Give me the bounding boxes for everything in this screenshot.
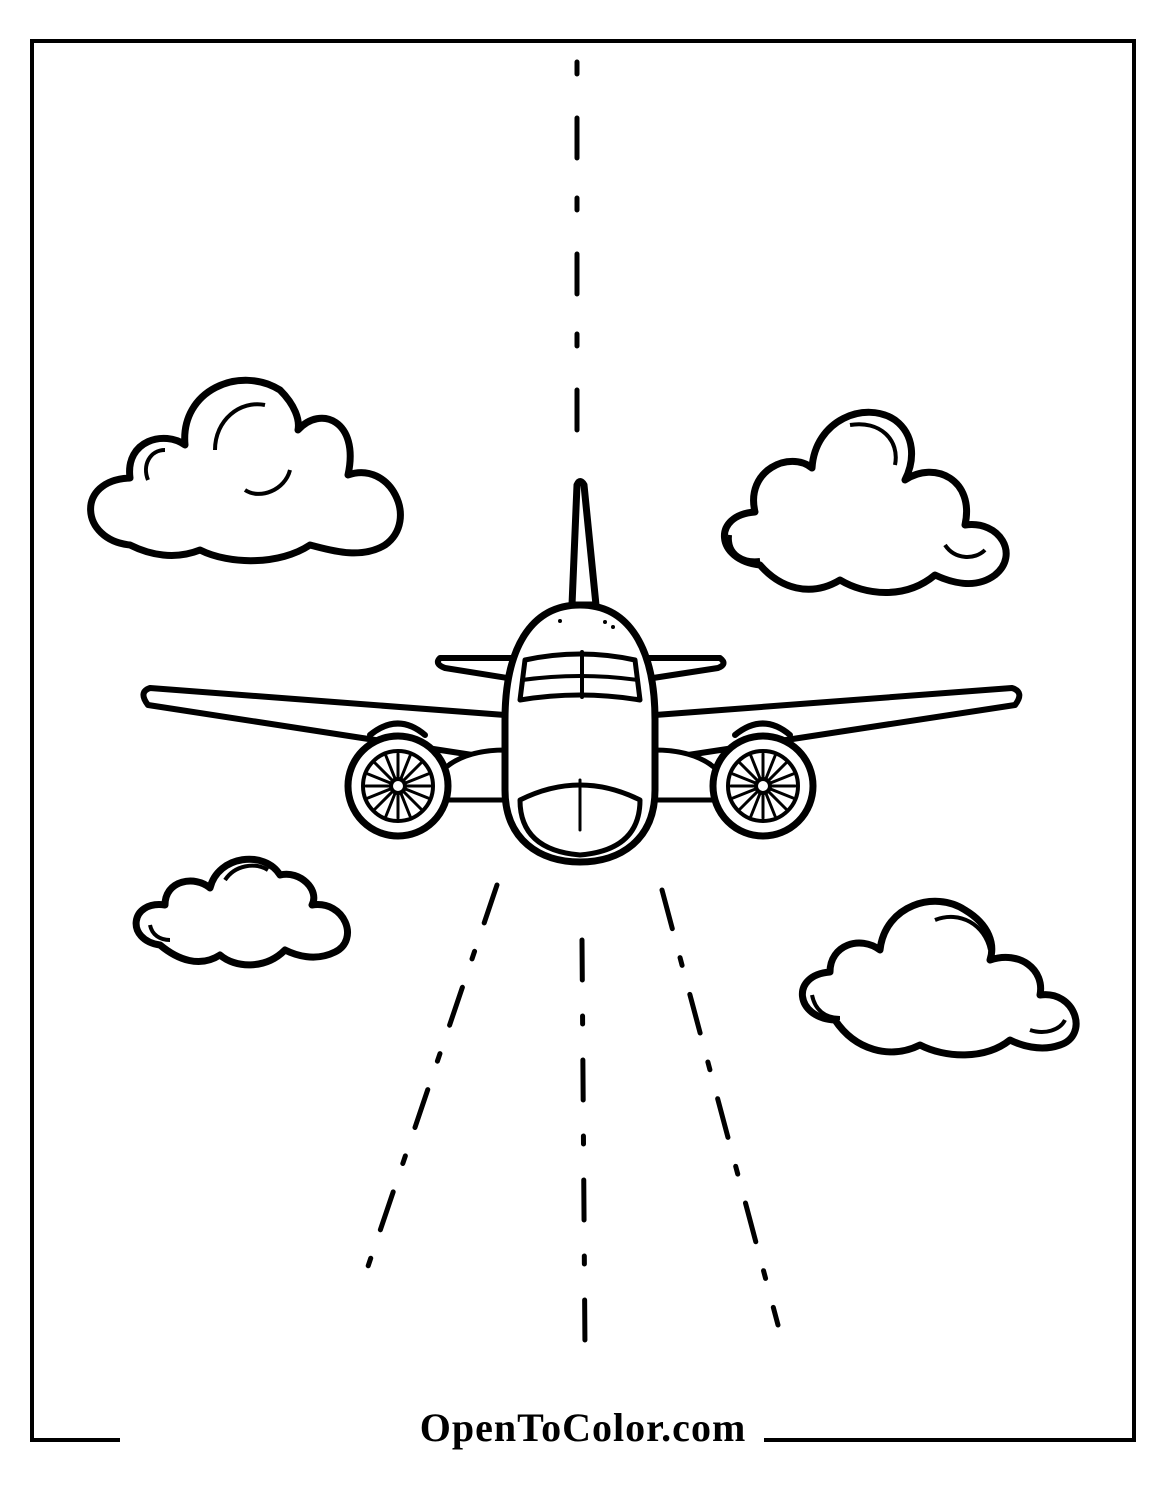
airplane <box>140 478 1023 866</box>
page-border <box>30 39 1136 1442</box>
cloud-top-left <box>87 376 404 565</box>
stabilizer-right <box>637 655 727 683</box>
tail-fin <box>568 478 600 609</box>
cloud-mid-right <box>799 897 1080 1059</box>
engine-right <box>709 720 817 840</box>
footer: OpenToColor.com <box>0 1404 1166 1451</box>
runway-lines <box>357 59 781 1353</box>
wing-left <box>140 685 508 763</box>
cloud-top-right <box>721 408 1010 596</box>
brand-text: OpenToColor.com <box>401 1404 765 1451</box>
engine-left <box>344 720 452 840</box>
cloud-mid-left <box>132 855 351 969</box>
wing-right <box>652 685 1023 763</box>
